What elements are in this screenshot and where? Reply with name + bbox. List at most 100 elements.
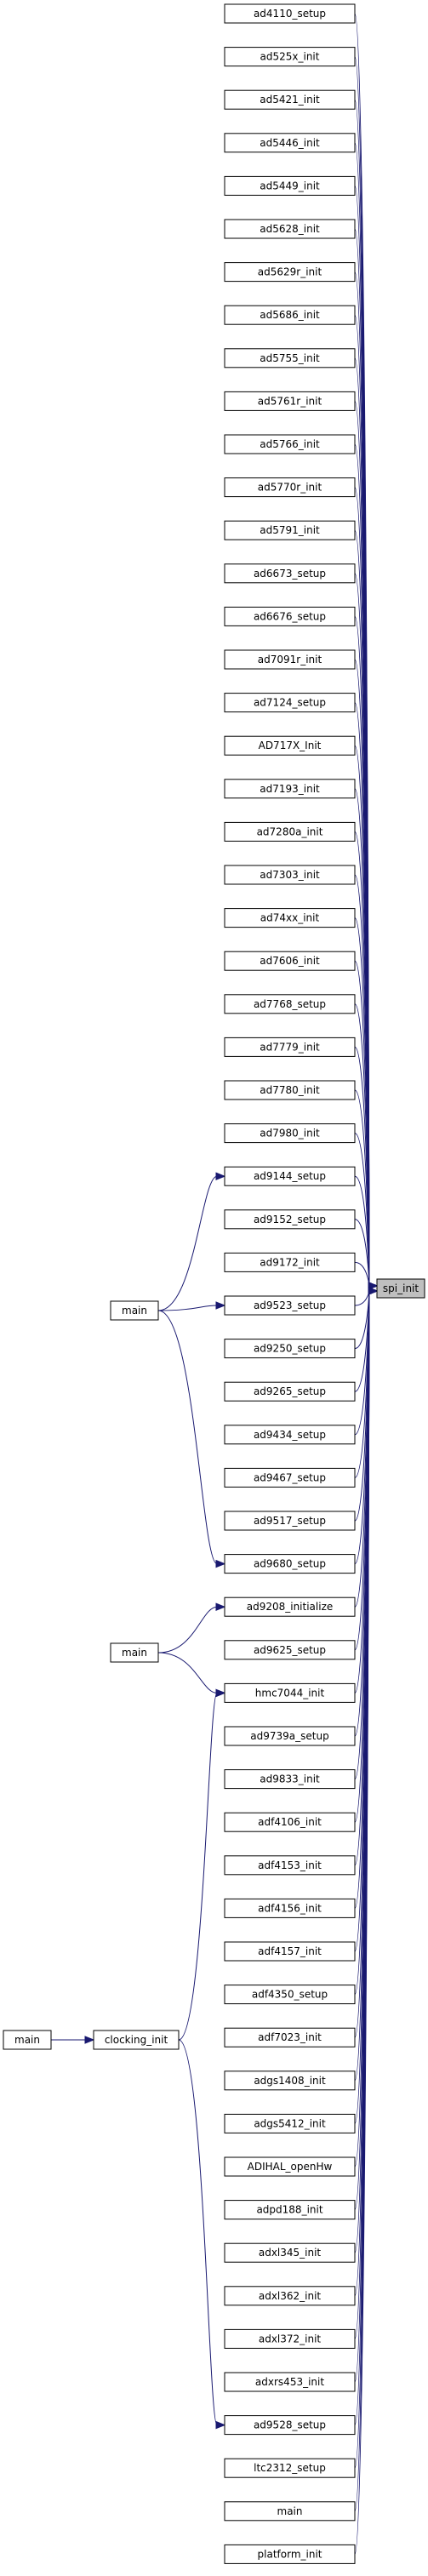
node-ad7091r-init-15[interactable]: ad7091r_init [224,649,356,670]
node-spi-init[interactable]: spi_init [376,1278,425,1299]
node-ad7606-init-22[interactable]: ad7606_init [224,951,356,971]
node-ad9144-setup-27[interactable]: ad9144_setup [224,1166,356,1186]
edge-main-l2-0-to-ad9680-setup-arrowhead [215,1559,226,1568]
node-ad5421-init-2[interactable]: ad5421_init [224,89,356,110]
node-ad5761r-init-9[interactable]: ad5761r_init [224,391,356,411]
node-ad5686-init-7-label: ad5686_init [260,309,320,321]
node-ad5770r-init-11[interactable]: ad5770r_init [224,477,356,498]
node-ad9434-setup-33[interactable]: ad9434_setup [224,1425,356,1445]
node-ad6676-setup-14[interactable]: ad6676_setup [224,606,356,626]
node-ad5770r-init-11-label: ad5770r_init [258,482,322,494]
node-adgs1408-init-48[interactable]: adgs1408_init [224,2071,356,2091]
node-ad9680-setup-36-label: ad9680_setup [254,1558,326,1570]
node-ad5629r-init-6[interactable]: ad5629r_init [224,262,356,283]
node-adpd188-init-51[interactable]: adpd188_init [224,2200,356,2220]
node-ad6673-setup-13-label: ad6673_setup [254,568,326,580]
node-ad525x-init-1[interactable]: ad525x_init [224,47,356,67]
node-adf4157-init-45[interactable]: adf4157_init [224,1941,356,1962]
node-ad7980-init-26[interactable]: ad7980_init [224,1123,356,1144]
node-hmc7044-init-39[interactable]: hmc7044_init [224,1682,356,1703]
node-adxl362-init-53[interactable]: adxl362_init [224,2286,356,2306]
node-ad7768-setup-23[interactable]: ad7768_setup [224,994,356,1014]
node-ad9625-setup-38[interactable]: ad9625_setup [224,1640,356,1660]
node-ad9265-setup-32[interactable]: ad9265_setup [224,1381,356,1402]
node-ad9833-init-41-box [224,1769,356,1790]
node-ad9523-setup-30[interactable]: ad9523_setup [224,1295,356,1316]
node-adf4350-setup-46[interactable]: adf4350_setup [224,1985,356,2005]
node-ad7280a-init-19[interactable]: ad7280a_init [224,821,356,842]
node-ltc2312-setup-57[interactable]: ltc2312_setup [224,2458,356,2478]
node-ad717x-init-17[interactable]: AD717X_Init [224,735,356,756]
node-ad7193-init-18[interactable]: ad7193_init [224,779,356,799]
node-ad5686-init-7[interactable]: ad5686_init [224,305,356,325]
node-adihal-openhw-50[interactable]: ADIHAL_openHw [224,2156,356,2177]
node-adxrs453-init-55[interactable]: adxrs453_init [224,2372,356,2392]
node-ad9517-setup-35-box [224,1511,356,1531]
node-ad9467-setup-34[interactable]: ad9467_setup [224,1467,356,1488]
node-adxl372-init-54-label: adxl372_init [259,2333,322,2345]
node-ad74xx-init-21-label: ad74xx_init [260,912,320,924]
node-ad74xx-init-21[interactable]: ad74xx_init [224,908,356,928]
node-ad5421-init-2-box [224,89,356,110]
node-main-58[interactable]: main [224,2501,356,2522]
node-ad7303-init-20[interactable]: ad7303_init [224,865,356,885]
node-main-l2-0-box [110,1300,159,1321]
node-ad5629r-init-6-box [224,262,356,283]
node-adf4350-setup-46-label: adf4350_setup [252,1989,328,2001]
node-ad9680-setup-36[interactable]: ad9680_setup [224,1554,356,1574]
node-ad9208-initialize-37[interactable]: ad9208_initialize [224,1596,356,1617]
node-ad4110-setup-0-box [224,3,356,24]
node-ad9250-setup-31[interactable]: ad9250_setup [224,1339,356,1359]
node-ad5686-init-7-box [224,305,356,325]
node-main-l2-0[interactable]: main [110,1300,159,1321]
node-adf4157-init-45-label: adf4157_init [258,1945,322,1957]
node-main-l3-0[interactable]: main [3,2030,52,2050]
node-ad7780-init-25[interactable]: ad7780_init [224,1080,356,1100]
node-ad9833-init-41[interactable]: ad9833_init [224,1769,356,1790]
edge-ad9172-init-29-to-spi-init-arrowhead [368,1282,379,1290]
node-ad9517-setup-35[interactable]: ad9517_setup [224,1511,356,1531]
node-ad4110-setup-0[interactable]: ad4110_setup [224,3,356,24]
edge-clocking-init-l2-2-to-hmc7044-init-line [178,1692,218,2041]
node-adxl372-init-54[interactable]: adxl372_init [224,2328,356,2349]
node-ad9833-init-41-label: ad9833_init [260,1773,320,1785]
node-ad5449-init-4[interactable]: ad5449_init [224,175,356,196]
node-adxl345-init-52[interactable]: adxl345_init [224,2242,356,2263]
node-ad5766-init-10[interactable]: ad5766_init [224,434,356,454]
node-ad9152-setup-28[interactable]: ad9152_setup [224,1209,356,1230]
node-ad7606-init-22-label: ad7606_init [260,955,320,967]
node-ad7091r-init-15-box [224,649,356,670]
node-clocking-init-l2-2[interactable]: clocking_init [93,2030,180,2050]
node-adxl345-init-52-label: adxl345_init [259,2247,322,2259]
node-ad6673-setup-13[interactable]: ad6673_setup [224,563,356,584]
node-main-l2-1[interactable]: main [110,1642,159,1663]
node-ad5791-init-12[interactable]: ad5791_init [224,520,356,540]
edge-main-l2-1-to-hmc7044-init-line [157,1652,218,1694]
node-adf7023-init-47[interactable]: adf7023_init [224,2027,356,2048]
node-ad5755-init-8[interactable]: ad5755_init [224,348,356,368]
node-ad6673-setup-13-box [224,563,356,584]
node-ad9739a-setup-40-label: ad9739a_setup [250,1730,328,1742]
node-ad5628-init-5[interactable]: ad5628_init [224,219,356,239]
node-ad7779-init-24[interactable]: ad7779_init [224,1037,356,1057]
node-spi-init-label: spi_init [383,1282,419,1294]
node-adf4106-init-42[interactable]: adf4106_init [224,1812,356,1832]
node-adf4153-init-43[interactable]: adf4153_init [224,1855,356,1876]
edge-main-l2-0-to-ad9523-setup-line [157,1305,218,1311]
node-ad9528-setup-56[interactable]: ad9528_setup [224,2415,356,2436]
edge-clocking-init-l2-2-to-hmc7044-init-arrowhead [215,1688,226,1698]
node-ad5446-init-3[interactable]: ad5446_init [224,133,356,153]
node-ad717x-init-17-box [224,735,356,756]
node-adf4156-init-44[interactable]: adf4156_init [224,1898,356,1918]
node-main-l3-0-label: main [14,2034,40,2046]
node-ad9172-init-29[interactable]: ad9172_init [224,1252,356,1272]
node-adgs1408-init-48-label: adgs1408_init [254,2075,326,2087]
node-ad7124-setup-16[interactable]: ad7124_setup [224,693,356,713]
node-spi-init-box [376,1278,425,1299]
node-adgs5412-init-49[interactable]: adgs5412_init [224,2113,356,2133]
node-ad717x-init-17-label: AD717X_Init [259,740,322,751]
node-ad9739a-setup-40[interactable]: ad9739a_setup [224,1726,356,1746]
node-platform-init-59-box [224,2544,356,2564]
node-platform-init-59[interactable]: platform_init [224,2544,356,2564]
node-adgs5412-init-49-box [224,2113,356,2133]
